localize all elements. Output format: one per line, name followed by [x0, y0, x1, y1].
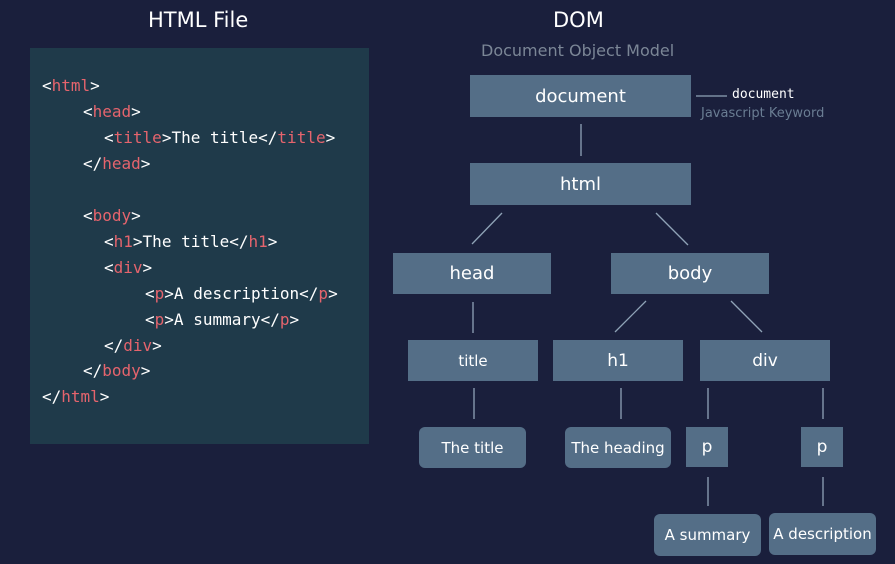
code-bracket: </	[258, 128, 278, 147]
node-html: html	[470, 163, 691, 205]
javascript-keyword-caption: Javascript Keyword	[701, 106, 825, 121]
code-bracket: <	[104, 232, 114, 251]
node-div: div	[700, 340, 830, 381]
code-tag-name: p	[154, 284, 165, 303]
code-tag-name: h1	[248, 232, 268, 251]
code-bracket: >	[140, 154, 151, 173]
code-bracket: >	[90, 76, 100, 95]
node-a-description-text: A description	[769, 513, 876, 555]
code-bracket: >	[152, 336, 162, 355]
code-tag-name: html	[61, 387, 100, 406]
code-bracket: </	[83, 154, 103, 173]
connector-html-head	[471, 212, 503, 245]
connector-body-div	[730, 300, 763, 333]
code-tag-name: p	[279, 310, 290, 329]
code-line-head-close: </head>	[83, 154, 150, 174]
code-tag-name: h1	[113, 232, 133, 251]
code-line-html-open: <html>	[42, 76, 100, 96]
dom-subtitle: Document Object Model	[481, 41, 675, 60]
code-bracket: >	[132, 232, 143, 251]
code-line-body-close: </body>	[83, 361, 150, 381]
code-tag-name: body	[102, 361, 141, 380]
code-bracket: >	[164, 310, 174, 329]
code-bracket: </	[260, 310, 280, 329]
code-tag-name: html	[51, 76, 91, 95]
code-text: A description	[173, 284, 300, 303]
code-bracket: <	[83, 102, 93, 121]
document-keyword-label: document	[732, 87, 795, 102]
code-bracket: >	[140, 361, 151, 380]
html-file-heading: HTML File	[148, 8, 249, 32]
node-document: document	[470, 75, 691, 117]
code-tag-name: head	[92, 102, 132, 121]
code-bracket: >	[131, 206, 141, 225]
code-bracket: >	[289, 310, 300, 329]
code-text: The title	[171, 128, 259, 147]
code-bracket: <	[104, 128, 114, 147]
connector-body-h1	[614, 300, 647, 333]
node-the-heading-text: The heading	[565, 427, 671, 468]
code-line-p-summary: <p>A summary</p>	[145, 310, 299, 330]
code-text: A summary	[173, 310, 261, 329]
code-bracket: >	[164, 284, 174, 303]
code-line-head-open: <head>	[83, 102, 141, 122]
node-the-title-text: The title	[419, 427, 526, 468]
code-bracket: <	[42, 76, 52, 95]
code-bracket: >	[161, 128, 172, 147]
node-p-2: p	[801, 427, 843, 467]
code-bracket: <	[145, 284, 155, 303]
code-bracket: </	[104, 336, 124, 355]
node-p-1: p	[686, 427, 728, 467]
code-tag-name: title	[113, 128, 162, 147]
node-body: body	[611, 253, 769, 294]
code-text: The title	[142, 232, 230, 251]
code-bracket: </	[42, 387, 62, 406]
connector-html-body	[655, 212, 689, 246]
code-line-p-description: <p>A description</p>	[145, 284, 338, 304]
code-bracket: </	[83, 361, 103, 380]
code-bracket: <	[83, 206, 93, 225]
code-bracket: >	[142, 258, 153, 277]
code-bracket: <	[104, 258, 114, 277]
code-tag-name: title	[277, 128, 326, 147]
code-bracket: </	[229, 232, 249, 251]
code-bracket: </	[299, 284, 319, 303]
code-bracket: >	[325, 128, 336, 147]
code-line-title: <title>The title</title>	[104, 128, 335, 148]
code-bracket: >	[328, 284, 338, 303]
code-tag-name: p	[318, 284, 329, 303]
code-tag-name: div	[113, 258, 143, 277]
code-line-html-close: </html>	[42, 387, 109, 407]
node-head: head	[393, 253, 551, 294]
code-bracket: >	[267, 232, 278, 251]
code-tag-name: body	[92, 206, 132, 225]
dom-heading: DOM	[553, 8, 604, 32]
code-bracket: <	[145, 310, 155, 329]
node-h1: h1	[553, 340, 683, 381]
code-line-body-open: <body>	[83, 206, 141, 226]
code-tag-name: p	[154, 310, 165, 329]
code-line-h1: <h1>The title</h1>	[104, 232, 277, 252]
node-title: title	[408, 340, 538, 381]
html-code-panel: <html><head><title>The title</title></he…	[30, 48, 369, 444]
code-line-div-open: <div>	[104, 258, 152, 278]
code-bracket: >	[99, 387, 110, 406]
node-a-summary-text: A summary	[654, 514, 761, 556]
code-bracket: >	[131, 102, 141, 121]
code-tag-name: head	[102, 154, 141, 173]
code-line-div-close: </div>	[104, 336, 162, 356]
code-tag-name: div	[123, 336, 153, 355]
